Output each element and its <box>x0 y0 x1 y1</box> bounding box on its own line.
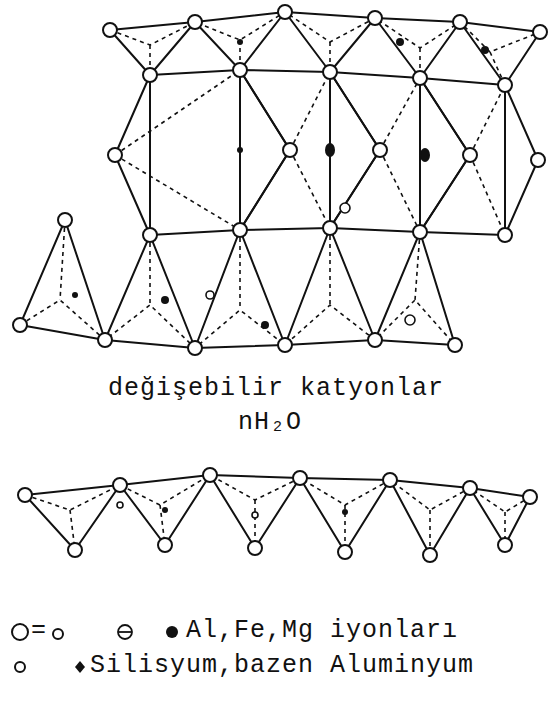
layer-label: değişebilir katyonlar <box>108 374 444 404</box>
water-label: nH₂O <box>238 408 302 438</box>
legend-entry: Al,Fe,Mg iyonları <box>186 616 458 646</box>
legend-entry: Silisyum,bazen Aluminyum <box>90 651 474 681</box>
equals-sign: = <box>31 616 47 646</box>
legend-text: Al,Fe,Mg iyonları <box>186 616 458 645</box>
legend-text: Silisyum,bazen Aluminyum <box>90 651 474 680</box>
